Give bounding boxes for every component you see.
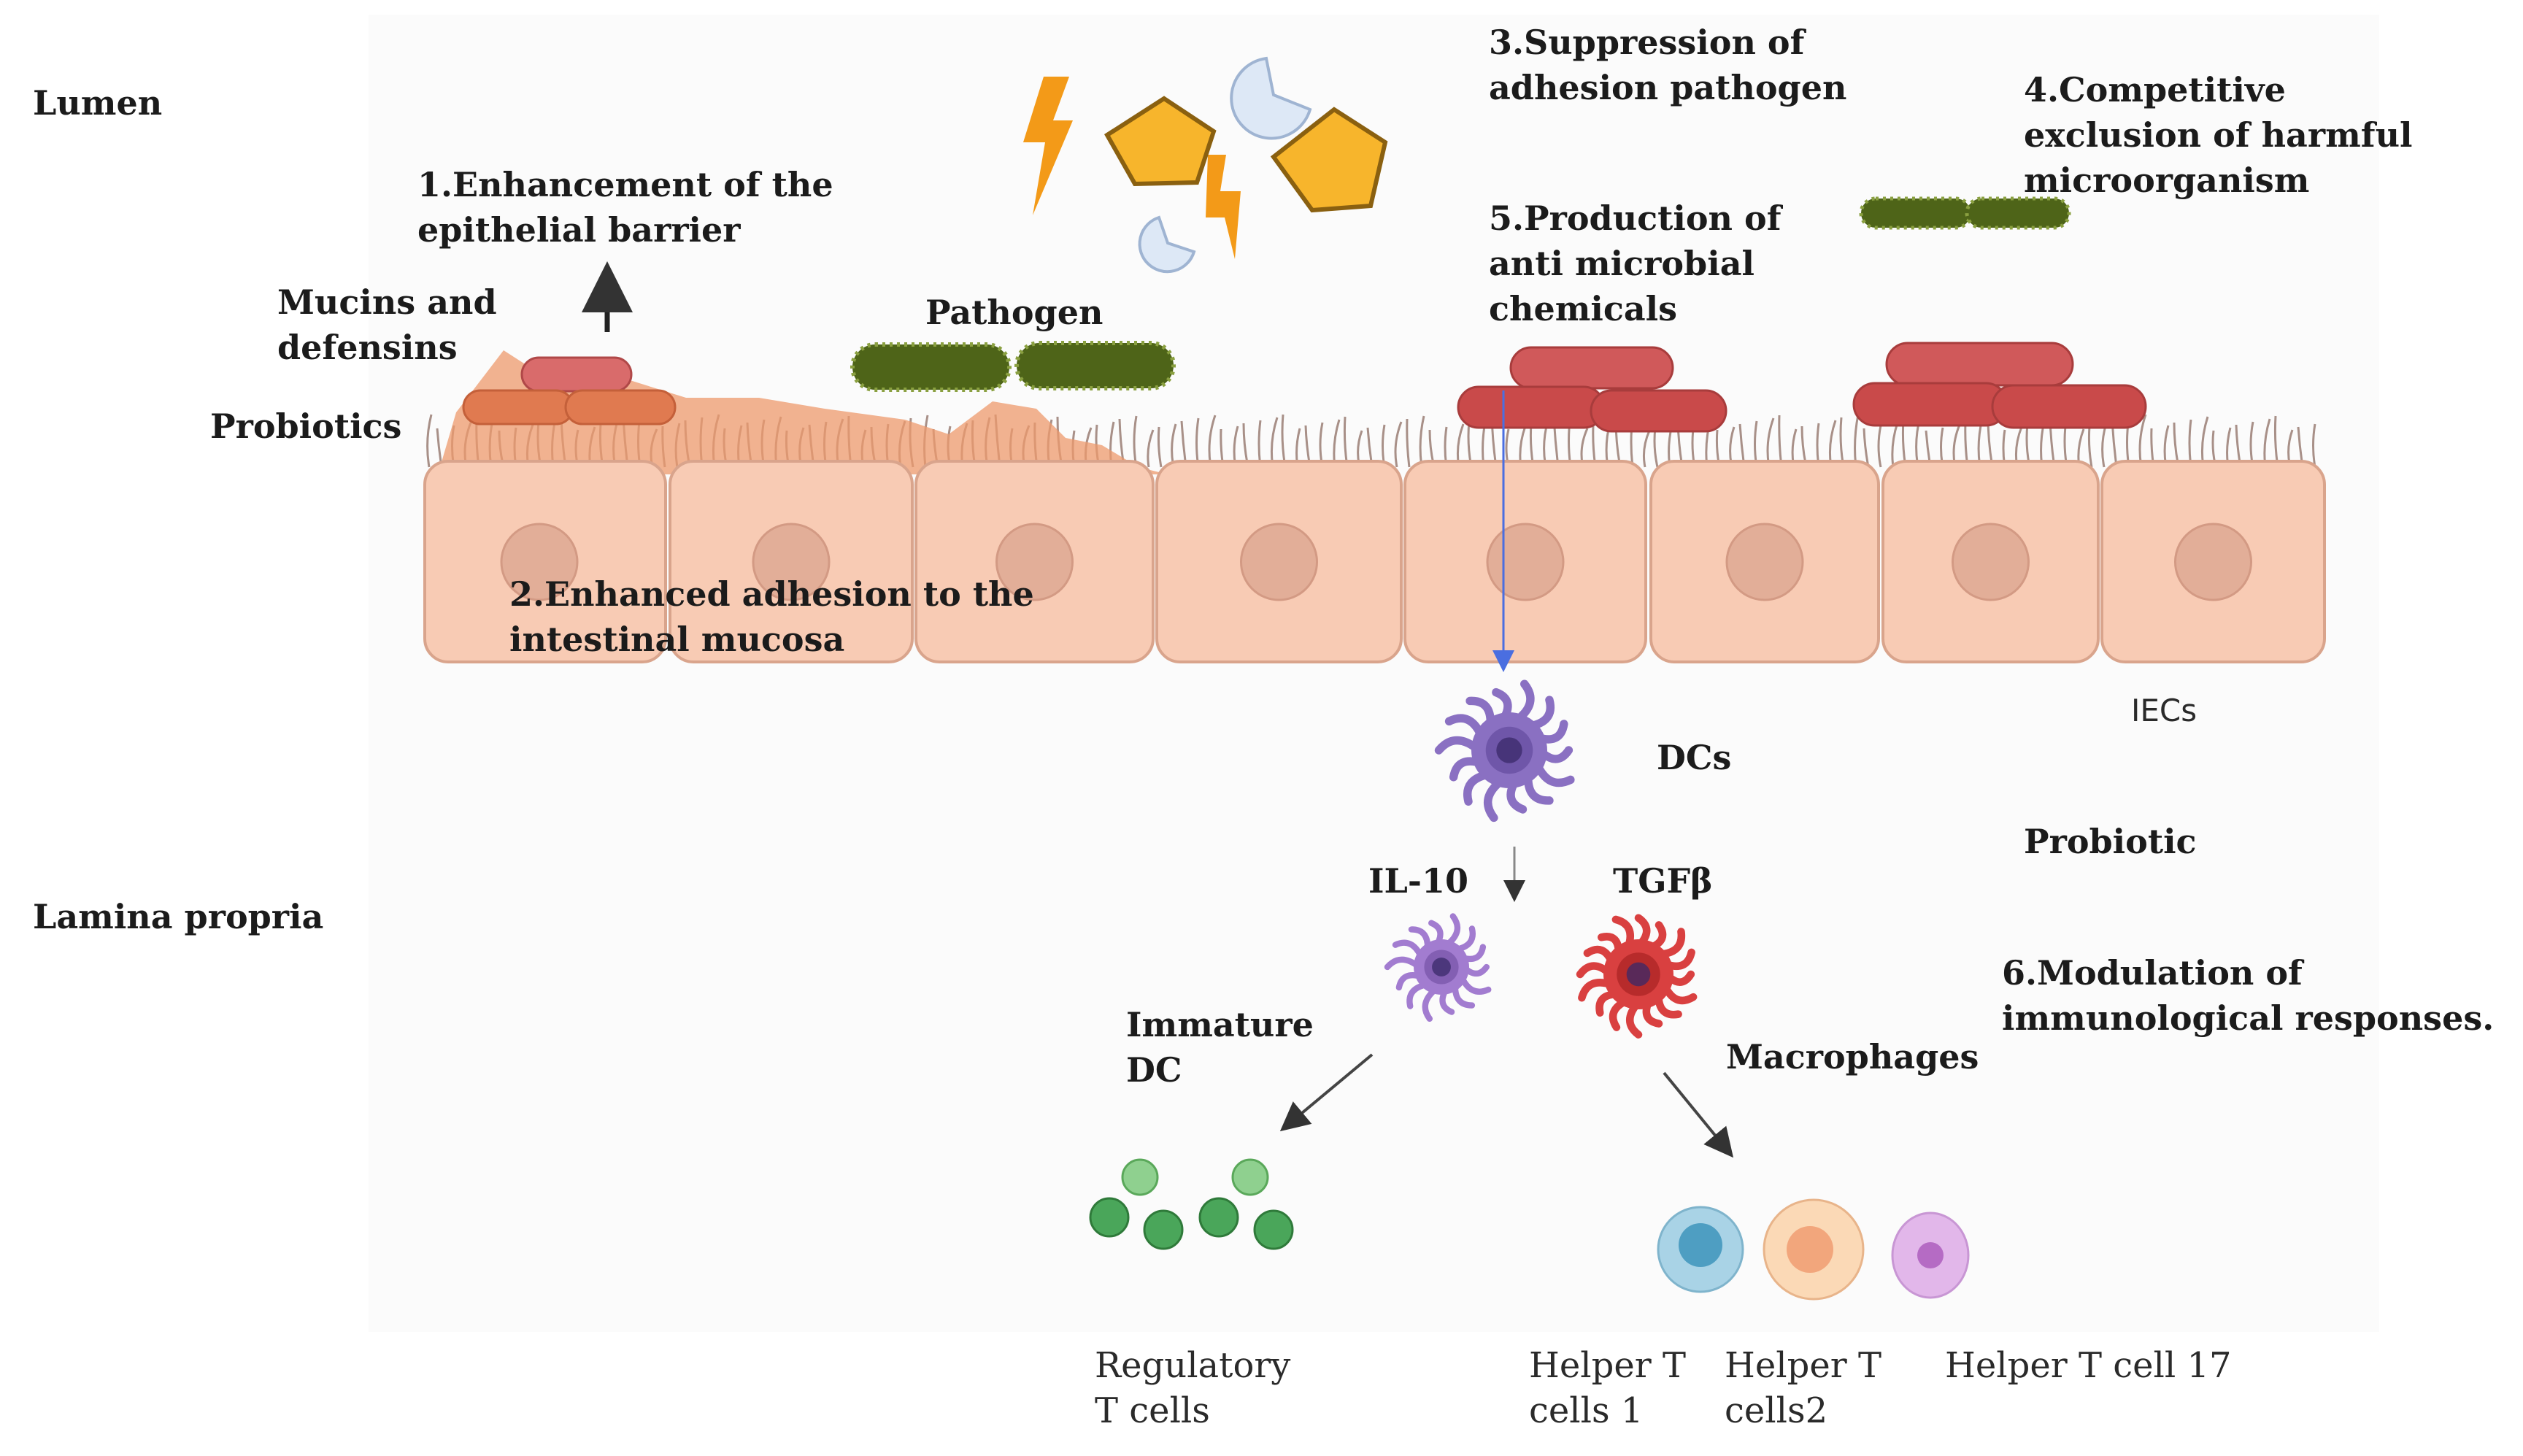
pathogen-bacteria	[850, 341, 1176, 392]
dcs-label: DCs	[1657, 738, 1732, 777]
microvillus	[2101, 423, 2108, 468]
th17-label: Helper T cell 17	[1945, 1345, 2232, 1386]
microvillus	[1343, 416, 1349, 468]
epithelial-cell	[2100, 460, 2326, 663]
epithelial-cell	[669, 460, 914, 663]
microvillus	[426, 414, 433, 468]
microvillus	[1863, 428, 1870, 468]
microvillus	[1891, 422, 1899, 468]
microvillus	[1778, 415, 1783, 468]
th2-label: Helper T cells2	[1725, 1345, 1881, 1431]
microvillus	[1766, 417, 1775, 468]
microvillus	[1195, 417, 1200, 468]
microvillus	[1157, 426, 1163, 468]
dendritic-cell-icon	[1434, 679, 1575, 823]
mechanism-5-label: 5.Production of anti microbial chemicals	[1489, 199, 1781, 328]
microvillus	[2273, 415, 2279, 468]
th17-cell-icon	[1891, 1212, 1970, 1299]
th2-cell-icon	[1763, 1198, 1865, 1301]
mucins-defensins-label: Mucins and defensins	[277, 282, 497, 367]
lumen-label: Lumen	[33, 83, 163, 123]
epithelial-cell	[423, 460, 667, 663]
mechanism-1-label: 1.Enhancement of the epithelial barrier	[417, 165, 833, 250]
macrophages-label: Macrophages	[1726, 1037, 1979, 1076]
microvillus	[2312, 423, 2316, 468]
microvillus	[1281, 414, 1287, 468]
microvillus	[1653, 427, 1659, 468]
microvillus	[2200, 416, 2209, 468]
crescent-particle-icon	[1230, 56, 1312, 140]
immature-dc-label: Immature DC	[1126, 1005, 1314, 1090]
harmful-microorganism-rods	[1859, 196, 2071, 230]
regulatory-t-cells-cluster	[1089, 1158, 1294, 1250]
figure-panel	[369, 15, 2379, 1332]
probiotics-label: Probiotics	[210, 407, 402, 446]
microvillus	[1208, 415, 1217, 468]
epithelial-cell	[1881, 460, 2100, 663]
microvillus	[1147, 429, 1155, 468]
arrow-to-helper-t-cells	[1663, 1071, 1734, 1158]
probiotic-bacteria-cluster	[462, 356, 677, 425]
mechanism-3-label: 3.Suppression of adhesion pathogen	[1489, 23, 1847, 107]
microvillus	[1877, 425, 1882, 468]
microvillus	[1133, 415, 1138, 468]
microvillus	[1419, 415, 1425, 468]
microvillus	[1270, 417, 1279, 468]
microvillus	[1839, 417, 1845, 468]
pentagon-toxin-icon	[1103, 96, 1217, 187]
epithelial-cell	[1649, 460, 1880, 663]
regulatory-t-cells-label: Regulatory T cells	[1095, 1345, 1291, 1431]
mechanism-2-label: 2.Enhanced adhesion to the intestinal mu…	[509, 574, 1034, 659]
lightning-bolt-icon	[1023, 77, 1073, 215]
microvillus	[2087, 425, 2093, 468]
lamina-propria-label: Lamina propria	[33, 897, 324, 936]
microvillus	[1394, 421, 1403, 468]
arrow-to-regulatory-t-cells	[1279, 1053, 1374, 1132]
epithelial-cell	[914, 460, 1155, 663]
epithelial-cell	[1155, 460, 1403, 663]
th1-label: Helper T cells 1	[1529, 1345, 1686, 1431]
epithelial-cells	[423, 460, 2326, 663]
microvillus	[1643, 430, 1651, 468]
immature-dendritic-cell-icon	[1384, 913, 1492, 1022]
epithelial-cell	[1403, 460, 1647, 663]
th1-cell-icon	[1657, 1206, 1744, 1293]
lightning-bolt-icon	[1206, 155, 1241, 259]
macrophage-icon	[1576, 914, 1698, 1039]
microvillus	[1854, 414, 1860, 468]
mechanism-6-label: 6.Modulation of immunological responses.	[2002, 953, 2495, 1038]
beneficial-bacteria-cluster-right	[1852, 342, 2147, 429]
iecs-label: IECs	[2131, 693, 2197, 728]
microvillus	[2138, 414, 2147, 468]
il10-label: IL-10	[1368, 861, 1468, 901]
crescent-particle-icon	[1138, 215, 1196, 274]
microvillus	[1406, 418, 1411, 468]
probiotic-label: Probiotic	[2024, 822, 2197, 861]
tgfb-label: TGFβ	[1613, 861, 1713, 901]
beneficial-bacteria-cluster-center	[1457, 346, 1727, 433]
mechanism-4-label: 4.Competitive exclusion of harmful micro…	[2024, 70, 2413, 200]
pentagon-toxin-icon	[1270, 107, 1388, 213]
pathogen-label: Pathogen	[925, 293, 1103, 332]
